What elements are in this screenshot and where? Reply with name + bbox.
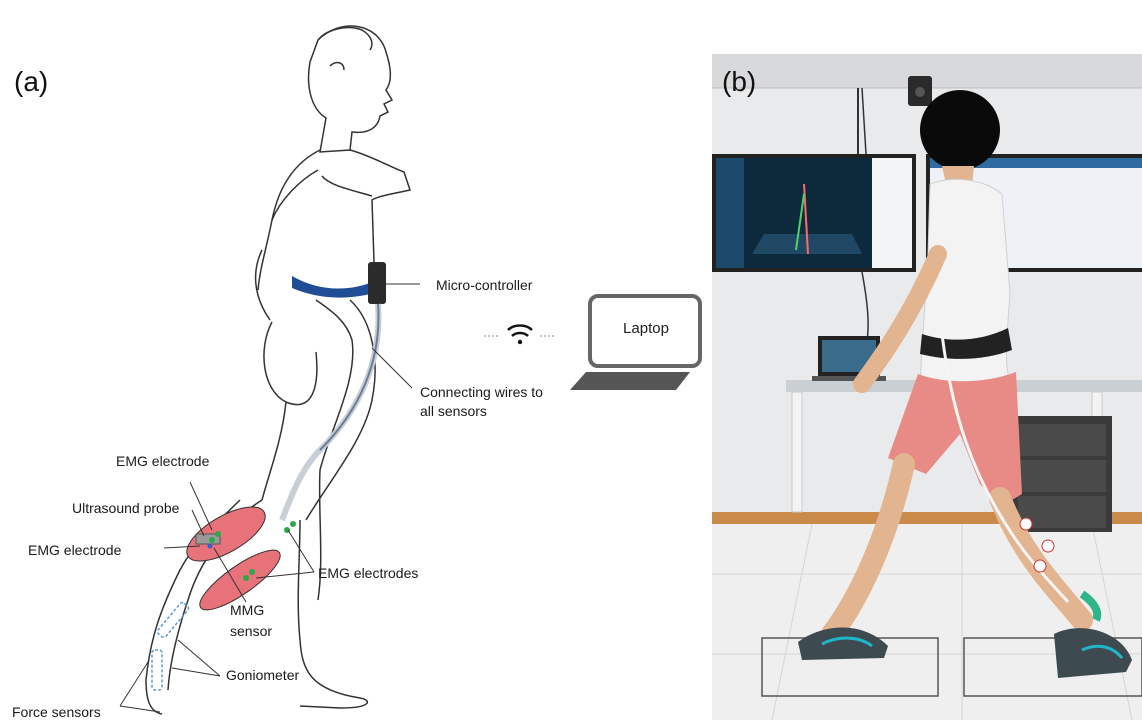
wires-label-line2: all sensors xyxy=(420,403,487,419)
laptop-icon xyxy=(570,296,700,390)
micro-controller-label: Micro-controller xyxy=(436,277,532,293)
laptop-label: Laptop xyxy=(592,320,700,337)
mmg-label-line1: MMG xyxy=(230,602,264,618)
figure-torso xyxy=(146,150,410,714)
figure-arm xyxy=(322,176,372,196)
panel-b-tag: (b) xyxy=(722,66,756,98)
connecting-wire xyxy=(282,304,378,520)
belt xyxy=(292,276,378,298)
goniometer-sensor xyxy=(156,601,189,638)
emg-electrode-left-label: EMG electrode xyxy=(28,542,121,558)
force-sensor-dashed xyxy=(152,650,162,690)
mmg-label-line2: sensor xyxy=(230,623,272,639)
micro-controller-box xyxy=(368,262,386,304)
wifi-icon xyxy=(508,326,532,345)
wires-label-line1: Connecting wires to xyxy=(420,384,543,400)
emg-electrodes-label: EMG electrodes xyxy=(318,565,418,581)
force-sensors-label: Force sensors xyxy=(12,704,101,720)
ultrasound-probe-label: Ultrasound probe xyxy=(72,500,179,516)
face-blackout xyxy=(920,90,1000,170)
goniometer-label: Goniometer xyxy=(226,667,299,683)
figure-head xyxy=(309,26,392,152)
panel-b-photo xyxy=(712,54,1142,720)
emg-electrode-top-label: EMG electrode xyxy=(116,453,209,469)
